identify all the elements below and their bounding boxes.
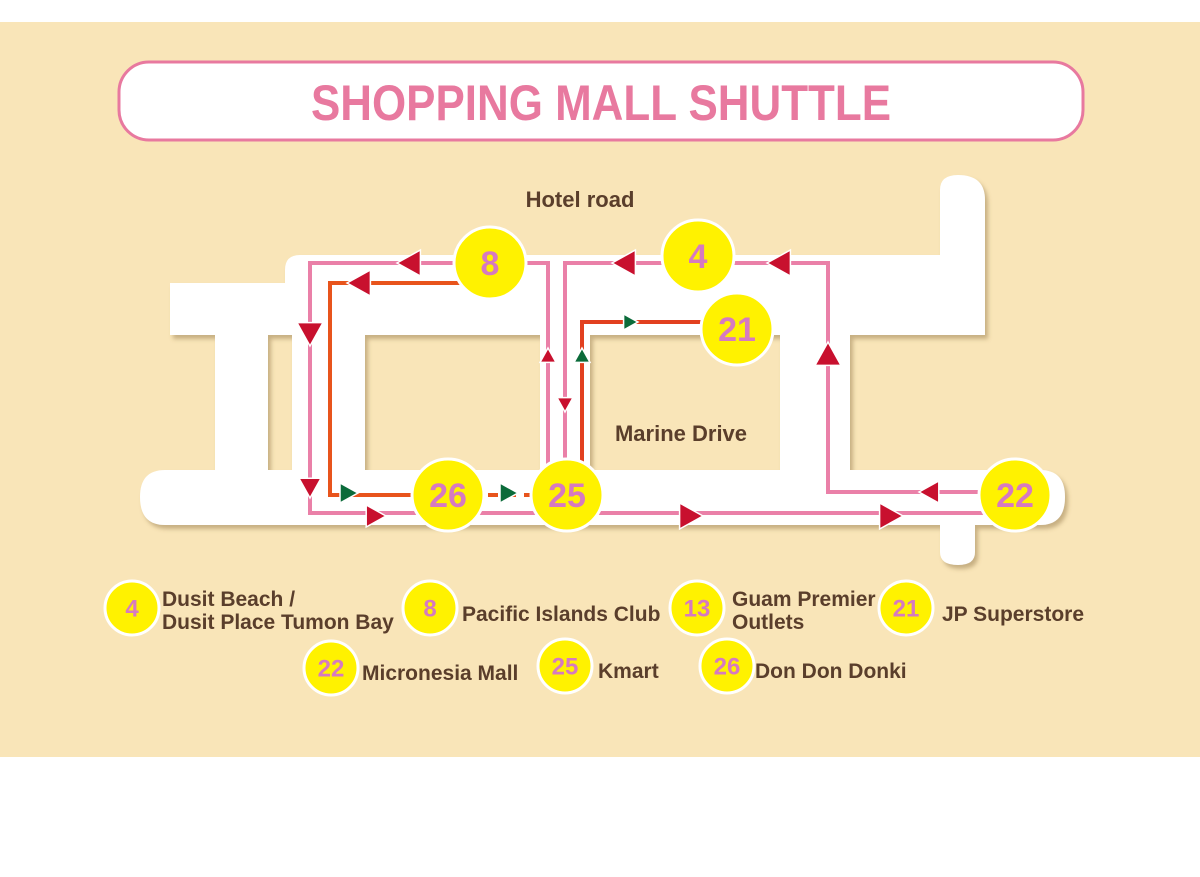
stop-number: 8 [481,245,500,283]
legend-label: Outlets [732,611,804,634]
legend: 4 Dusit Beach / Dusit Place Tumon Bay 8 … [103,579,1084,697]
legend-label: Dusit Beach / [162,588,295,611]
legend-label: Dusit Place Tumon Bay [162,611,394,634]
stop-number: 4 [689,238,708,276]
direction-arrow-icon [555,396,575,414]
legend-number: 4 [125,596,139,623]
stop-26[interactable]: 26 [410,457,486,533]
hotel-road-label: Hotel road [526,187,635,212]
legend-item-8: 8 Pacific Islands Club [401,579,660,637]
direction-arrow-icon [538,346,558,364]
stop-number: 25 [548,477,586,515]
direction-arrow-icon [572,346,592,364]
road-top [140,175,1065,565]
legend-item-13: 13 Guam Premier Outlets [668,579,876,637]
legend-number: 8 [423,596,436,623]
stop-21[interactable]: 21 [699,291,775,367]
legend-item-4: 4 Dusit Beach / Dusit Place Tumon Bay [103,579,394,637]
direction-arrow-icon [295,321,325,348]
stop-number: 22 [996,477,1034,515]
direction-arrow-icon [878,501,905,531]
page-title: SHOPPING MALL SHUTTLE [311,75,891,131]
direction-arrow-icon [917,479,940,505]
direction-arrow-icon [339,481,360,505]
legend-label: JP Superstore [942,603,1084,626]
legend-label: Kmart [598,660,659,683]
legend-item-22: 22 Micronesia Mall [302,639,518,697]
route-red-line [580,320,720,470]
stop-22[interactable]: 22 [977,457,1053,533]
route-orange-line [328,281,490,497]
direction-arrow-icon [765,248,792,278]
direction-arrow-icon [345,268,372,298]
legend-number: 13 [684,596,711,623]
direction-arrow-icon [365,503,388,529]
map-background [0,22,1200,757]
route-pink-line [563,261,1015,494]
legend-label: Pacific Islands Club [462,603,660,626]
stop-25[interactable]: 25 [529,457,605,533]
legend-number: 21 [893,596,920,623]
legend-item-26: 26 Don Don Donki [698,637,907,695]
direction-arrow-icon [610,248,637,278]
legend-label: Micronesia Mall [362,662,518,685]
map-stops: 8 4 21 26 25 22 [410,218,1053,533]
direction-arrow-icon [622,312,640,332]
direction-arrow-icon [499,481,520,505]
marine-drive-label: Marine Drive [615,421,747,446]
title-banner: SHOPPING MALL SHUTTLE [117,60,1085,142]
legend-item-21: 21 JP Superstore [877,579,1084,637]
legend-label: Guam Premier [732,588,876,611]
direction-arrow-icon [395,248,422,278]
direction-arrow-icon [678,501,705,531]
roads [140,175,1065,565]
stop-number: 26 [429,477,467,515]
direction-arrow-icon [297,477,323,500]
stop-4[interactable]: 4 [660,218,736,294]
legend-number: 22 [318,656,345,683]
stop-8[interactable]: 8 [452,225,528,301]
legend-number: 26 [714,654,741,681]
direction-arrows [295,248,940,531]
legend-item-25: 25 Kmart [536,637,659,695]
legend-label: Don Don Donki [755,660,907,683]
stop-number: 21 [718,311,756,349]
direction-arrow-icon [813,340,843,367]
legend-number: 25 [552,654,579,681]
